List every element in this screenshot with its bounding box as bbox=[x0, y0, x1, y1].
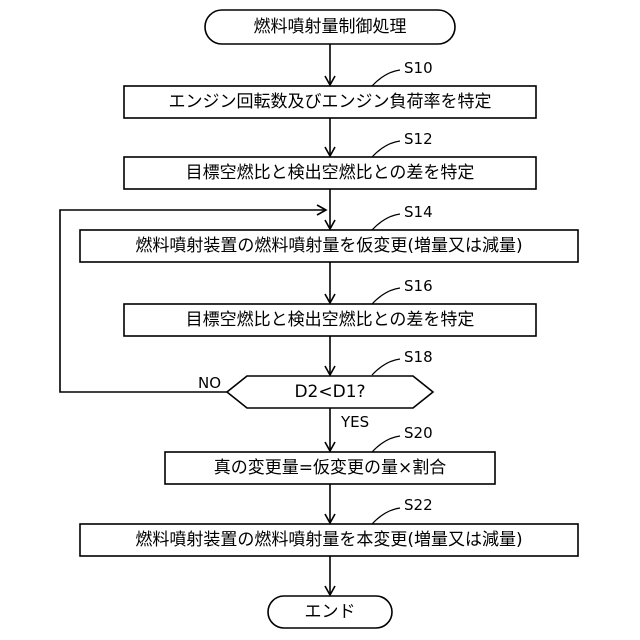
step-s22-text: 燃料噴射装置の燃料噴射量を本変更(増量又は減量) bbox=[135, 530, 522, 550]
s22-label-leader bbox=[372, 508, 400, 524]
s16-label: S16 bbox=[404, 277, 433, 295]
start-terminal-text: 燃料噴射量制御処理 bbox=[254, 17, 407, 37]
s18-label: S18 bbox=[404, 348, 433, 366]
s14-label-leader bbox=[372, 214, 400, 230]
s12-label-leader bbox=[372, 141, 400, 157]
s22-label: S22 bbox=[404, 496, 433, 514]
s14-label: S14 bbox=[404, 203, 433, 221]
branch-yes-label: YES bbox=[340, 413, 369, 431]
s12-label: S12 bbox=[404, 130, 433, 148]
step-s14-text: 燃料噴射装置の燃料噴射量を仮変更(増量又は減量) bbox=[135, 236, 522, 256]
s20-label: S20 bbox=[404, 424, 433, 442]
decision-s18-text: D2<D1? bbox=[294, 382, 365, 402]
branch-no-label: NO bbox=[198, 374, 221, 392]
step-s20-text: 真の変更量=仮変更の量×割合 bbox=[214, 458, 447, 478]
s10-label: S10 bbox=[404, 59, 433, 77]
step-s12-text: 目標空燃比と検出空燃比との差を特定 bbox=[186, 163, 475, 183]
s16-label-leader bbox=[372, 288, 400, 304]
step-s10-text: エンジン回転数及びエンジン負荷率を特定 bbox=[169, 92, 492, 112]
s18-label-leader bbox=[372, 359, 400, 375]
step-s16-text: 目標空燃比と検出空燃比との差を特定 bbox=[186, 310, 475, 330]
s20-label-leader bbox=[372, 436, 400, 452]
s10-label-leader bbox=[372, 70, 400, 86]
end-terminal-text: エンド bbox=[305, 602, 356, 622]
